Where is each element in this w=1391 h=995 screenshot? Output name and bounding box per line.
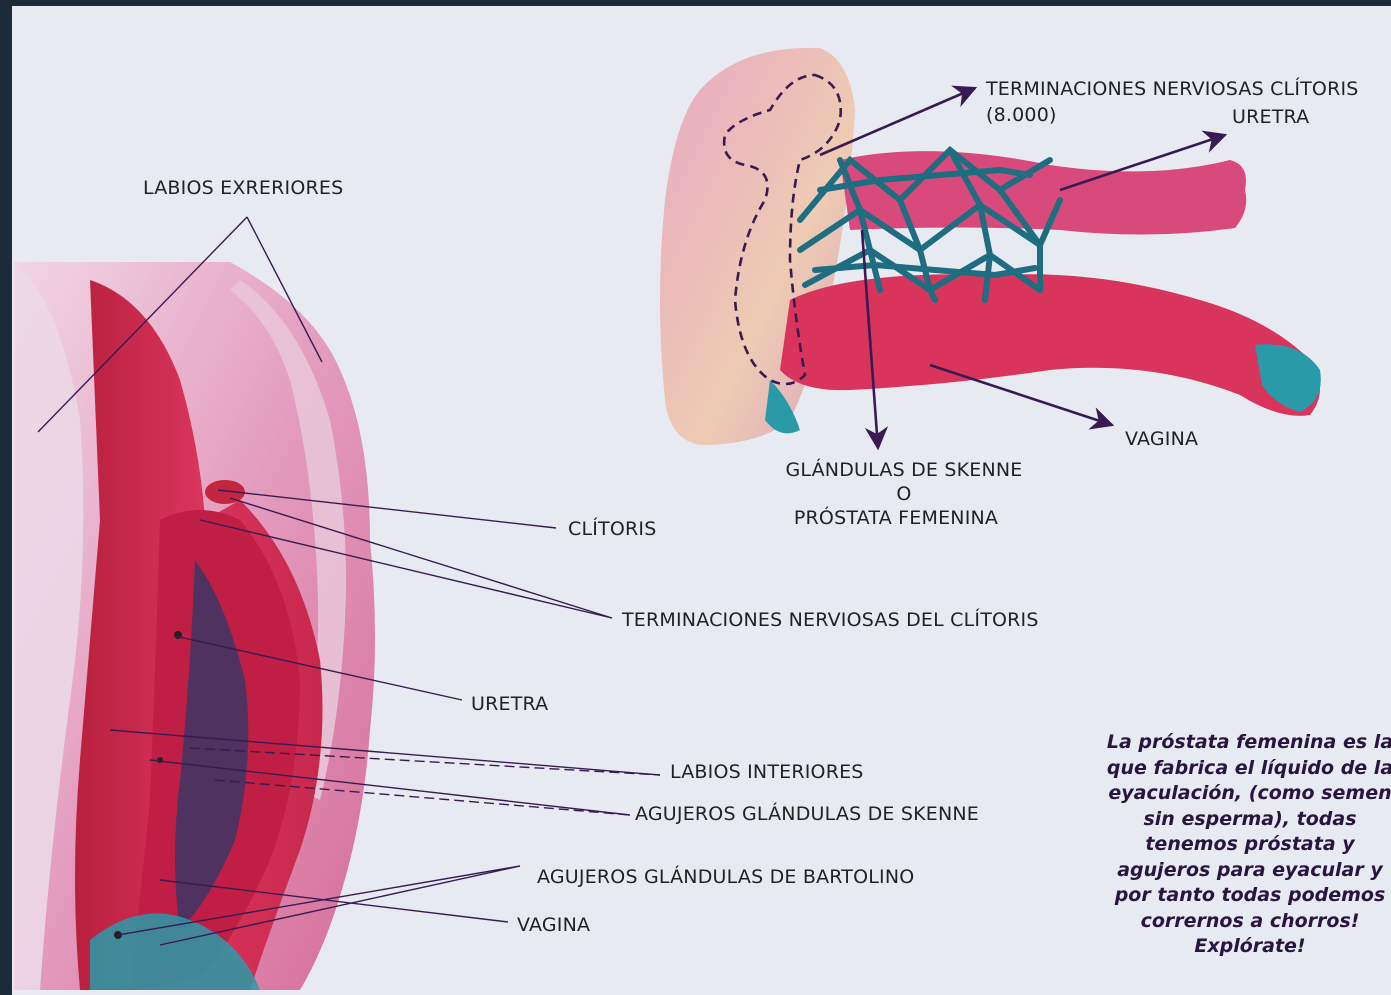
label-clitoris: CLÍTORIS xyxy=(568,518,656,540)
left-specimen xyxy=(14,262,375,990)
note-line: por tanto todas podemos xyxy=(1100,883,1391,909)
label-skenne-line1: GLÁNDULAS DE SKENNE xyxy=(774,459,1034,481)
label-uretra-left: URETRA xyxy=(471,693,548,715)
label-labios-exteriores: LABIOS EXRERIORES xyxy=(143,177,343,199)
label-uretra-right: URETRA xyxy=(1232,106,1309,128)
label-skenne-line2: O xyxy=(774,483,1034,505)
label-terminaciones-clitoris: TERMINACIONES NERVIOSAS CLÍTORIS xyxy=(986,78,1359,100)
label-labios-interiores: LABIOS INTERIORES xyxy=(670,761,864,783)
note-line: corrernos a chorros! xyxy=(1100,909,1391,935)
note-line: La próstata femenina es la xyxy=(1100,730,1391,756)
label-vagina-left: VAGINA xyxy=(517,914,590,936)
label-agujeros-skenne: AGUJEROS GLÁNDULAS DE SKENNE xyxy=(635,803,979,825)
note-line: Explórate! xyxy=(1100,934,1391,960)
explanatory-note: La próstata femenina es la que fabrica e… xyxy=(1100,730,1391,960)
note-line: tenemos próstata y xyxy=(1100,832,1391,858)
note-line: que fabrica el líquido de la xyxy=(1100,756,1391,782)
note-line: sin esperma), todas xyxy=(1100,807,1391,833)
note-line: eyaculación, (como semen xyxy=(1100,781,1391,807)
vagina-tube xyxy=(780,274,1320,416)
label-vagina-right: VAGINA xyxy=(1125,428,1198,450)
label-agujeros-bartolino: AGUJEROS GLÁNDULAS DE BARTOLINO xyxy=(537,866,914,888)
label-terminaciones-nerviosas: TERMINACIONES NERVIOSAS DEL CLÍTORIS xyxy=(622,609,1039,631)
note-line: agujeros para eyacular y xyxy=(1100,858,1391,884)
label-skenne-line3: PRÓSTATA FEMENINA xyxy=(766,507,1026,529)
label-terminaciones-count: (8.000) xyxy=(986,104,1057,126)
bartolino-hole xyxy=(157,757,163,763)
